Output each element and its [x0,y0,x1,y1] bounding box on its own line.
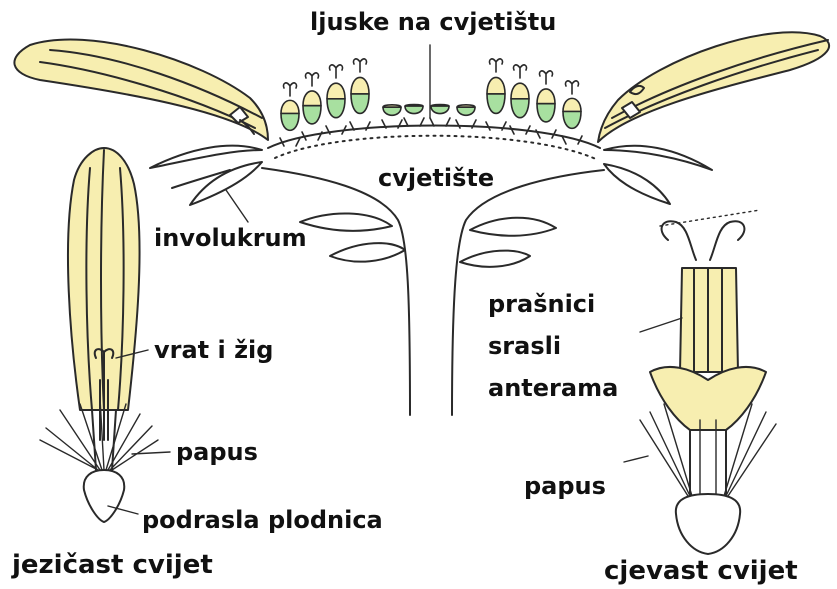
tubular-floret [640,210,776,554]
label-prasnici: prašnici [488,292,595,316]
ligulate-floret [40,148,158,522]
disc-floret [510,65,530,134]
label-papus-right: papus [524,474,606,498]
label-ljuske-na-cvjetistu: ljuske na cvjetištu [310,10,556,34]
label-anterama: anterama [488,376,618,400]
label-cvjetiste: cvjetište [378,166,494,190]
leader-involukrum [226,190,248,222]
disc-floret [536,71,556,138]
disc-floret [562,81,582,144]
label-papus-left: papus [176,440,258,464]
label-involukrum: involukrum [154,226,307,250]
disc-floret [350,59,370,130]
disc-floret [326,65,346,134]
leader-prasnici [640,318,682,332]
label-srasli: srasli [488,334,561,358]
label-podrasla-plodnica: podrasla plodnica [142,508,383,532]
left-ray-petal [14,40,268,140]
disc-floret [430,105,450,126]
disc-floret [302,73,322,140]
label-cjevast-cvijet: cjevast cvijet [604,558,798,584]
right-ray-petal [598,32,829,142]
disc-floret [456,105,476,128]
disc-floret [382,105,402,128]
label-vrat-i-zig: vrat i žig [154,338,273,362]
leader-papus-left [132,452,170,454]
disc-floret [486,59,506,130]
label-jezicast-cvijet: jezičast cvijet [12,552,213,578]
disc-floret [280,83,300,146]
disc-floret [404,105,424,126]
leader-papus-right [624,456,648,462]
